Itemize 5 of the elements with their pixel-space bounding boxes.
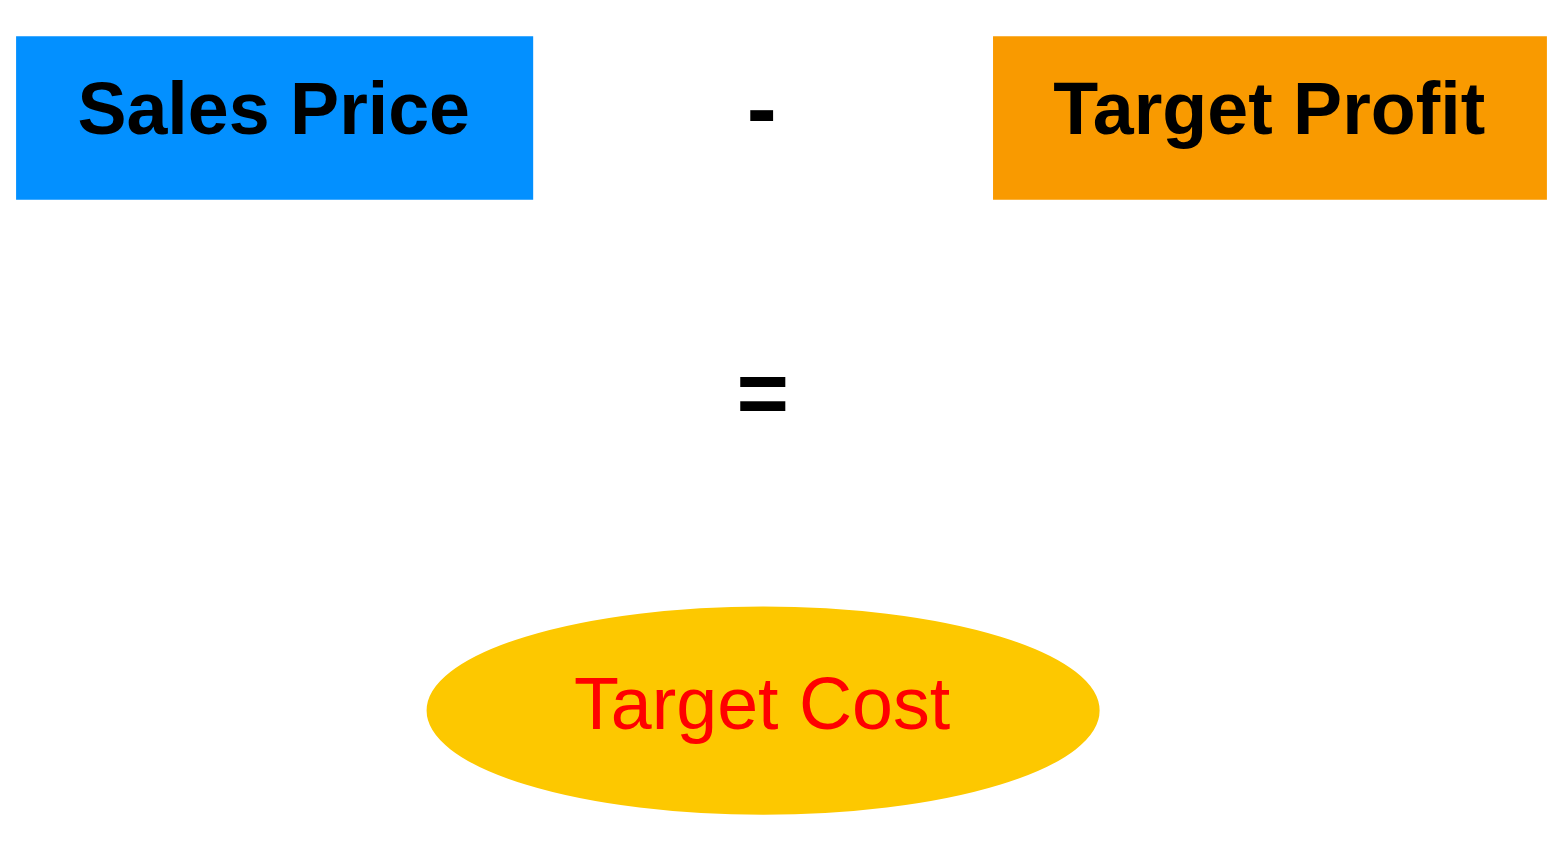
node-box: Sales Price (16, 36, 534, 200)
label: = (736, 342, 790, 443)
node-box: Target Profit (993, 36, 1547, 200)
node-ellipse: Target Cost (426, 606, 1100, 815)
label: - (746, 57, 777, 158)
